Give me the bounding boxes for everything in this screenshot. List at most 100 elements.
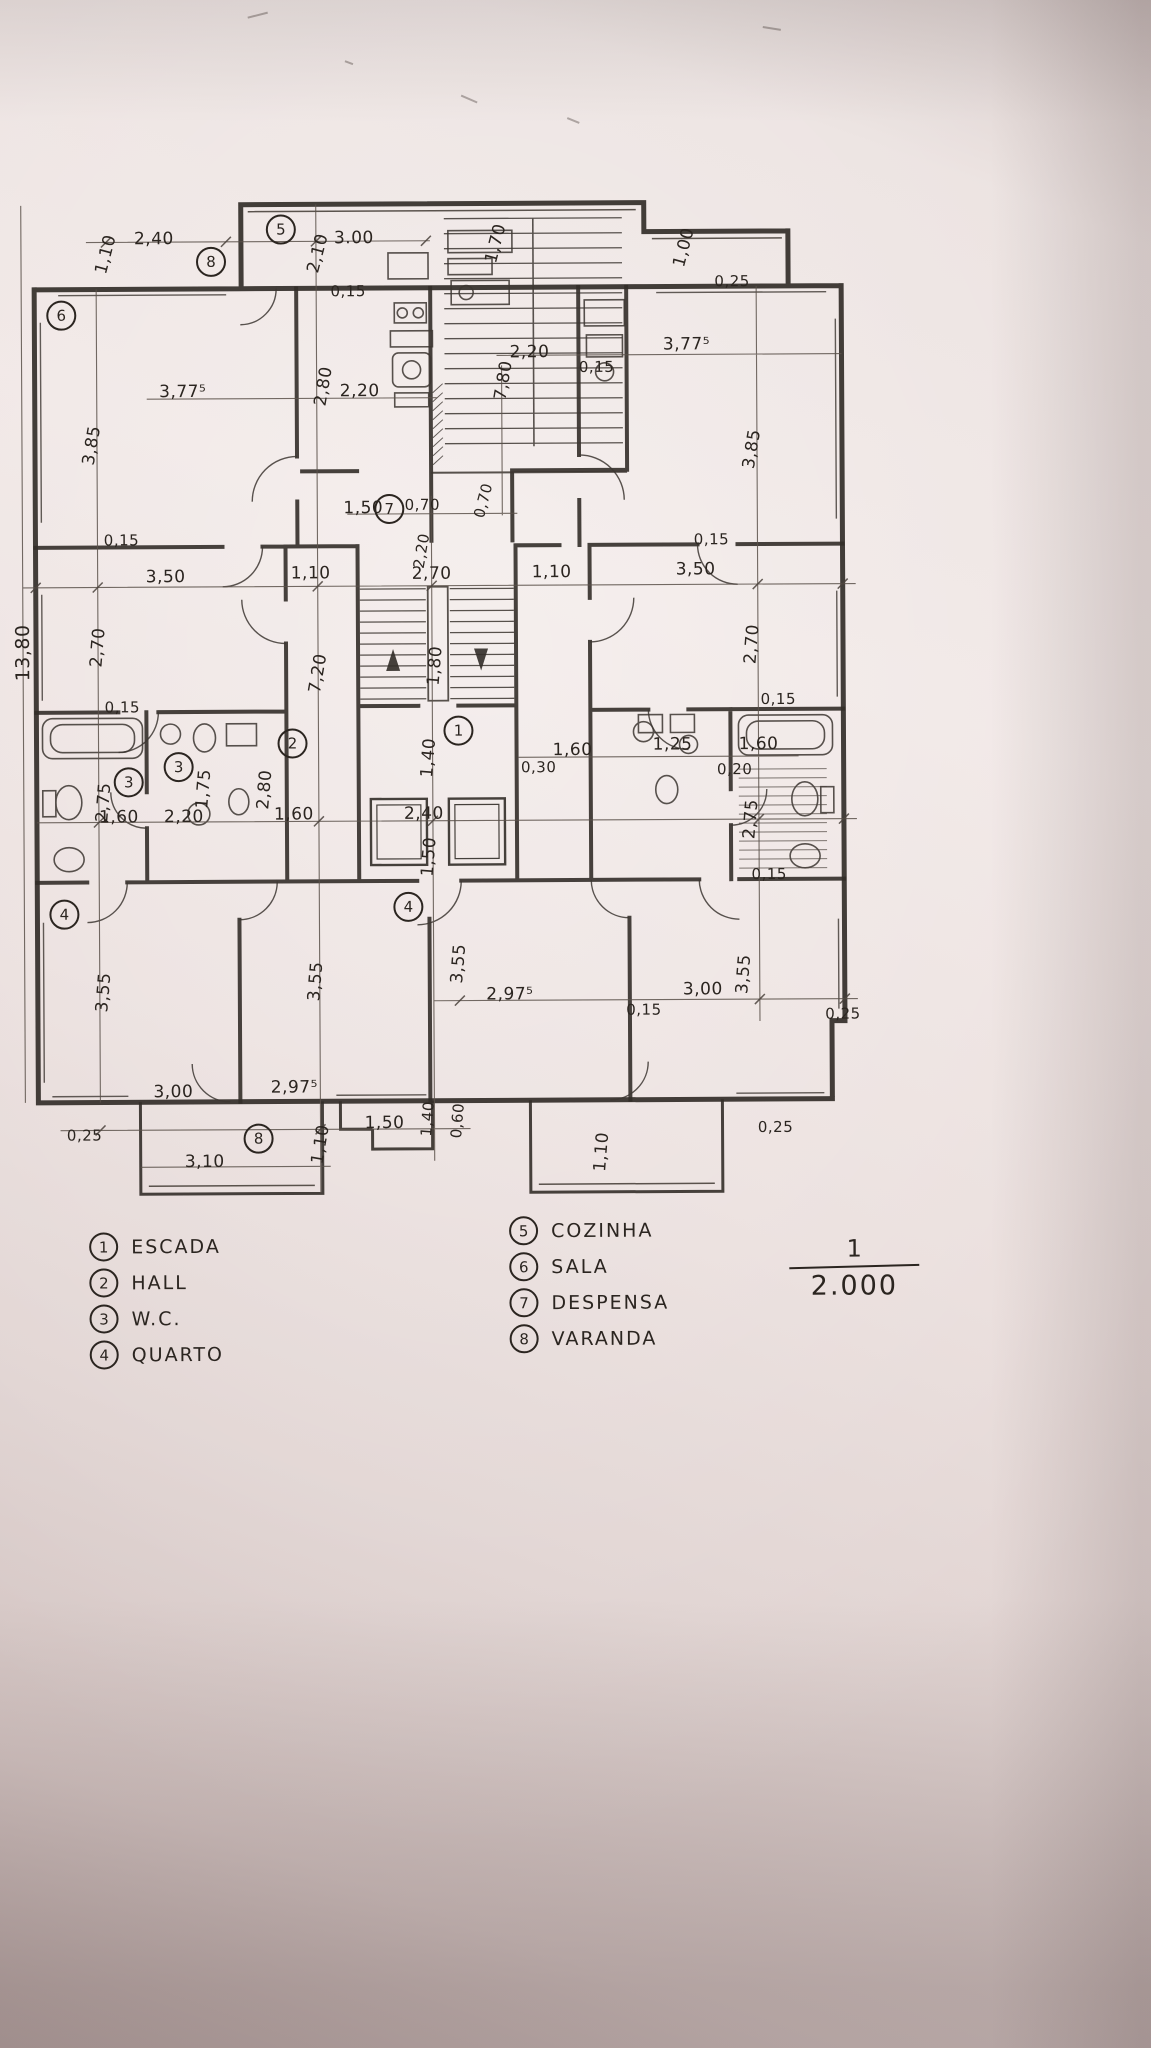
dimension-label: 3,55 xyxy=(304,960,328,1003)
room-number-marker: 8 xyxy=(243,1123,274,1154)
dimension-label: 3,55 xyxy=(447,942,471,985)
stair-direction-arrows xyxy=(386,648,489,671)
balcony-railings xyxy=(148,208,782,1187)
dimension-label: 0,70 xyxy=(404,495,441,514)
room-number-marker: 3 xyxy=(113,767,144,798)
bathroom-fixtures-right xyxy=(632,713,835,869)
scale-divider-line xyxy=(789,1263,920,1270)
dimension-label: 0,30 xyxy=(520,758,557,777)
legend-item-despensa: 7 DESPENSA xyxy=(509,1288,669,1318)
legend-item-wc: 3 W.C. xyxy=(89,1304,223,1334)
dimension-label: 3,50 xyxy=(145,567,186,588)
legend-label: DESPENSA xyxy=(551,1291,670,1314)
kitchen-fixtures xyxy=(387,229,626,408)
legend-right: 5 COZINHA 6 SALA 7 DESPENSA 8 VARANDA xyxy=(509,1216,670,1354)
dimension-label: 0,15 xyxy=(760,689,797,709)
dimension-label: 3,10 xyxy=(184,1151,225,1173)
legend-item-varanda: 8 VARANDA xyxy=(509,1324,670,1354)
scale-indicator: 1 2.000 xyxy=(789,1234,920,1302)
scale-numerator: 1 xyxy=(846,1234,862,1263)
dimension-label: 2,20 xyxy=(163,806,204,828)
legend-number: 3 xyxy=(89,1304,119,1334)
dimension-label: 1,10 xyxy=(531,562,572,583)
dimension-label: 0,15 xyxy=(693,530,730,549)
outer-walls xyxy=(31,200,848,1106)
shaft-boxes xyxy=(369,797,507,867)
dimension-label: 2,97⁵ xyxy=(486,984,534,1005)
legend-item-escada: 1 ESCADA xyxy=(89,1232,223,1262)
dimension-label: 1,60 xyxy=(552,739,593,761)
dimension-label: 1,80 xyxy=(423,645,447,687)
room-number-marker: 1 xyxy=(443,715,474,746)
dimension-label: 0,15 xyxy=(104,698,141,717)
dimension-lines xyxy=(20,204,858,1194)
legend-label: W.C. xyxy=(131,1307,182,1330)
dimension-ticks xyxy=(30,235,851,1137)
legend-number: 5 xyxy=(509,1216,539,1246)
interior-walls xyxy=(33,284,847,1104)
legend-label: QUARTO xyxy=(131,1343,225,1366)
legend-label: ESCADA xyxy=(131,1235,221,1258)
legend-label: VARANDA xyxy=(551,1327,658,1350)
dimension-label: 1,60 xyxy=(98,807,139,828)
dimension-label: 2,97⁵ xyxy=(270,1077,318,1098)
window-lines xyxy=(39,290,840,1098)
door-arcs xyxy=(87,288,768,1103)
dimension-label: 2,40 xyxy=(133,229,174,250)
legend-item-quarto: 4 QUARTO xyxy=(89,1340,225,1370)
dimension-label: 0,25 xyxy=(66,1126,103,1145)
dimension-label: 3,55 xyxy=(732,953,756,995)
dimension-label: 1,50 xyxy=(417,836,441,878)
scale-denominator: 2.000 xyxy=(810,1270,899,1302)
dimension-label: 1,50 xyxy=(364,1112,405,1134)
legend-number: 8 xyxy=(509,1324,539,1354)
dimension-label: 0,20 xyxy=(716,760,753,779)
dimension-label: 1,10 xyxy=(290,563,331,584)
entry-staircase xyxy=(431,217,628,474)
stair-wall-hatching xyxy=(432,383,444,466)
dimension-label: 0,15 xyxy=(330,282,366,301)
legend-item-cozinha: 5 COZINHA xyxy=(509,1216,669,1246)
dimension-label: 0,15 xyxy=(578,357,615,376)
room-number-marker: 6 xyxy=(46,300,77,331)
legend-label: HALL xyxy=(131,1271,188,1294)
dimension-label: 0,25 xyxy=(825,1004,861,1023)
dimension-label: 1,75 xyxy=(192,768,216,810)
dimension-label: 1,40 xyxy=(417,1100,438,1138)
dimension-label: 1,60 xyxy=(273,804,314,825)
room-number-marker: 3 xyxy=(163,751,194,783)
dimension-label: 0,25 xyxy=(714,272,750,291)
bathroom-fixtures-left xyxy=(41,717,258,873)
dimension-label: 1,60 xyxy=(738,733,779,755)
dimension-label: 2,20 xyxy=(509,342,550,363)
dimension-label: 1,10 xyxy=(590,1131,614,1173)
dimension-label: 3,00 xyxy=(153,1082,194,1103)
floor-hatch-right xyxy=(738,768,828,869)
dimension-label: 2,20 xyxy=(339,381,380,402)
dimension-label: 2,70 xyxy=(411,563,452,584)
dimension-label: 3,77⁵ xyxy=(159,381,207,403)
dimension-label: 1,25 xyxy=(652,734,693,755)
dimension-label: 0,60 xyxy=(447,1102,468,1140)
stray-pen-marks xyxy=(247,11,781,124)
dimension-label: 3.00 xyxy=(333,228,374,249)
room-number-marker: 4 xyxy=(49,899,80,930)
room-number-marker: 7 xyxy=(374,493,405,525)
legend-number: 6 xyxy=(509,1252,539,1282)
legend-number: 4 xyxy=(89,1340,119,1370)
dimension-label: 3,00 xyxy=(682,979,723,1000)
dimension-label: 2,40 xyxy=(403,803,444,824)
dimension-label: 2,75 xyxy=(739,798,763,840)
room-number-marker: 8 xyxy=(195,246,227,277)
legend-number: 1 xyxy=(89,1232,119,1262)
legend-label: SALA xyxy=(551,1255,609,1278)
dimension-label: 1,40 xyxy=(417,737,441,779)
legend-number: 7 xyxy=(509,1288,539,1318)
legend-item-sala: 6 SALA xyxy=(509,1252,669,1282)
legend-label: COZINHA xyxy=(551,1219,654,1242)
dimension-label: 3,77⁵ xyxy=(662,334,711,355)
